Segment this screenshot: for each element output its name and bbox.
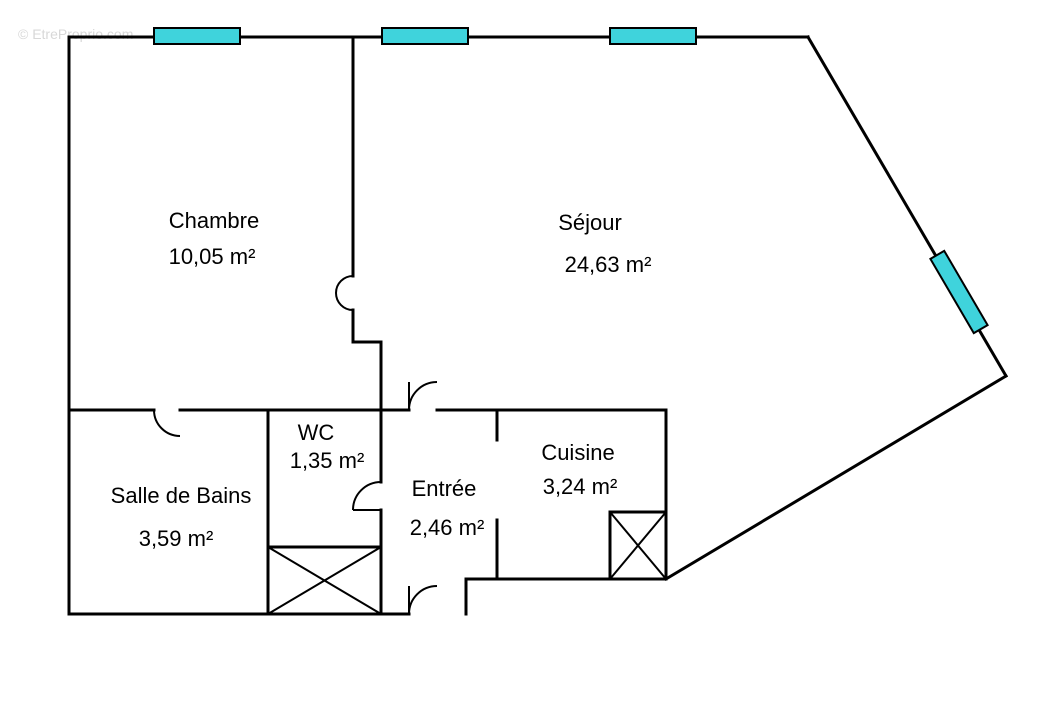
room-name: Cuisine (541, 440, 614, 465)
room-salle-de-bains: Salle de Bains 3,59 m² (111, 483, 252, 551)
room-name: Entrée (412, 476, 477, 501)
room-name: Chambre (169, 208, 259, 233)
duct-cuisine (608, 510, 668, 581)
room-cuisine: Cuisine 3,24 m² (541, 440, 617, 499)
window-sejour-2 (609, 27, 697, 45)
room-area: 3,59 m² (139, 526, 214, 551)
room-name: Salle de Bains (111, 483, 252, 508)
window-sejour-1 (381, 27, 469, 45)
room-area: 3,24 m² (543, 474, 618, 499)
room-chambre: Chambre 10,05 m² (169, 208, 260, 269)
room-name: Séjour (558, 210, 622, 235)
room-entree: Entrée 2,46 m² (410, 476, 485, 540)
room-wc: WC 1,35 m² (290, 420, 365, 473)
watermark-text: © EtreProprio.com (18, 26, 133, 42)
room-sejour: Séjour 24,63 m² (558, 210, 651, 277)
room-name: WC (298, 420, 335, 445)
room-area: 24,63 m² (565, 252, 652, 277)
window-chambre (153, 27, 241, 45)
windows (153, 27, 989, 335)
room-area: 1,35 m² (290, 448, 365, 473)
room-area: 2,46 m² (410, 515, 485, 540)
window-sejour-3 (929, 249, 989, 335)
room-area: 10,05 m² (169, 244, 256, 269)
storage-cupboard-wc (266, 545, 383, 616)
